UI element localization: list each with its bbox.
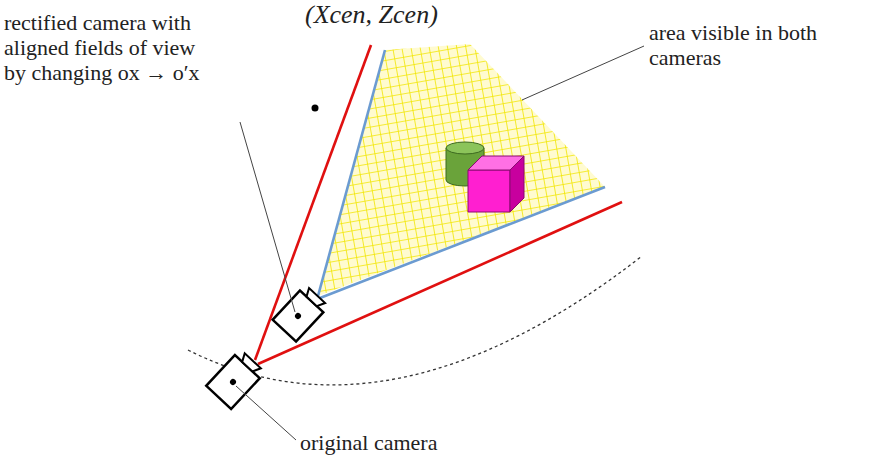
callout-label: original camera bbox=[300, 430, 437, 455]
original-camera bbox=[206, 349, 265, 409]
leader-line bbox=[236, 386, 296, 440]
callout-label: area visible in both cameras bbox=[649, 20, 849, 70]
original-fov-line bbox=[255, 45, 371, 360]
rectified-camera bbox=[273, 285, 329, 342]
magenta-cube bbox=[468, 156, 524, 212]
rectified-fov-line bbox=[320, 187, 605, 298]
leader-line bbox=[522, 46, 644, 100]
dotted-arc bbox=[188, 256, 642, 385]
leader-line bbox=[240, 122, 295, 312]
original-fov-line bbox=[258, 202, 622, 364]
callout-label: rectified camera with aligned fields of … bbox=[4, 10, 219, 85]
rectified-fov-line bbox=[318, 50, 385, 296]
coordinate-label: (Xcen, Zcen) bbox=[305, 2, 438, 27]
center-point bbox=[312, 105, 319, 112]
